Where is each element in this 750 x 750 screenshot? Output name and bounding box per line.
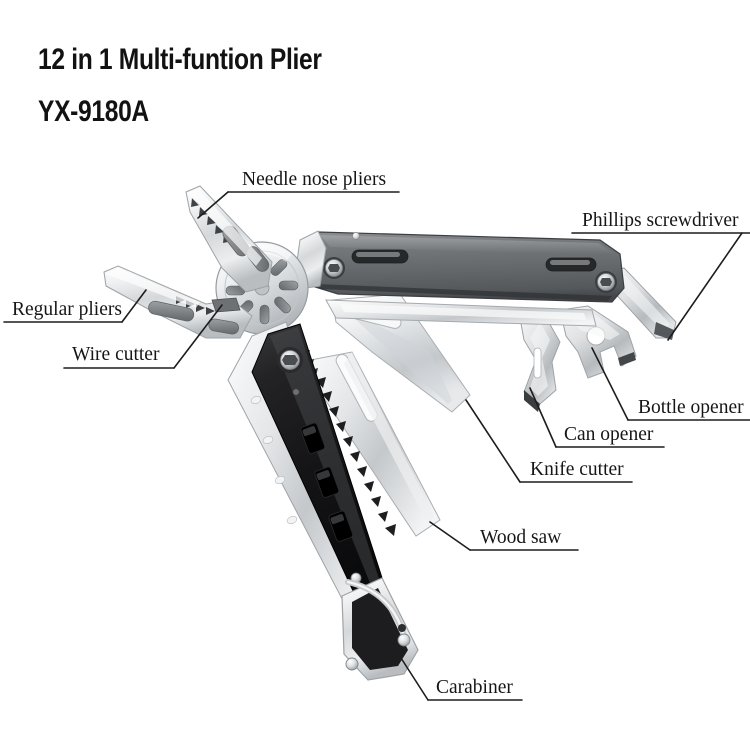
gray-handle-rivet <box>352 232 360 240</box>
callout-label-needle-nose-pliers: Needle nose pliers <box>242 169 387 190</box>
callout-wire-cutter: Wire cutter <box>70 345 161 367</box>
gray-handle-pivot-screw-left <box>323 257 345 279</box>
callout-label-carabiner: Carabiner <box>436 677 513 698</box>
black-handle <box>227 321 385 619</box>
callout-regular-pliers: Regular pliers <box>10 300 124 322</box>
carabiner-rivet-lower <box>345 657 359 671</box>
callout-label-regular-pliers: Regular pliers <box>12 299 122 320</box>
wire-cutter-notch <box>211 297 241 313</box>
callout-carabiner: Carabiner <box>434 678 515 700</box>
callout-phillips-screwdriver: Phillips screwdriver <box>580 211 741 233</box>
callout-label-wood-saw: Wood saw <box>480 527 562 548</box>
callout-label-phillips-screwdriver: Phillips screwdriver <box>582 210 739 231</box>
gray-handle-pivot-screw-right <box>595 271 617 293</box>
black-handle-pivot-screw <box>277 347 303 373</box>
callout-label-can-opener: Can opener <box>564 424 654 445</box>
wood-saw-blade <box>299 350 441 537</box>
callout-label-knife-cutter: Knife cutter <box>530 459 624 480</box>
gray-handle <box>295 230 625 327</box>
callout-wood-saw: Wood saw <box>478 528 563 550</box>
callout-bottle-opener: Bottle opener <box>636 398 746 420</box>
pocket-clip <box>325 299 597 327</box>
black-handle-rivet <box>292 388 300 396</box>
callout-label-bottle-opener: Bottle opener <box>638 397 744 418</box>
page-title: 12 in 1 Multi-funtion Plier <box>38 43 322 76</box>
callout-knife-cutter: Knife cutter <box>528 460 626 482</box>
carabiner-clip <box>341 577 419 681</box>
carabiner-rivet-upper <box>397 633 411 647</box>
callout-can-opener: Can opener <box>562 425 655 447</box>
callout-needle-nose-pliers: Needle nose pliers <box>240 170 388 192</box>
can-opener-tool <box>519 313 561 412</box>
callout-label-wire-cutter: Wire cutter <box>72 344 160 365</box>
product-model: YX-9180A <box>38 95 149 128</box>
